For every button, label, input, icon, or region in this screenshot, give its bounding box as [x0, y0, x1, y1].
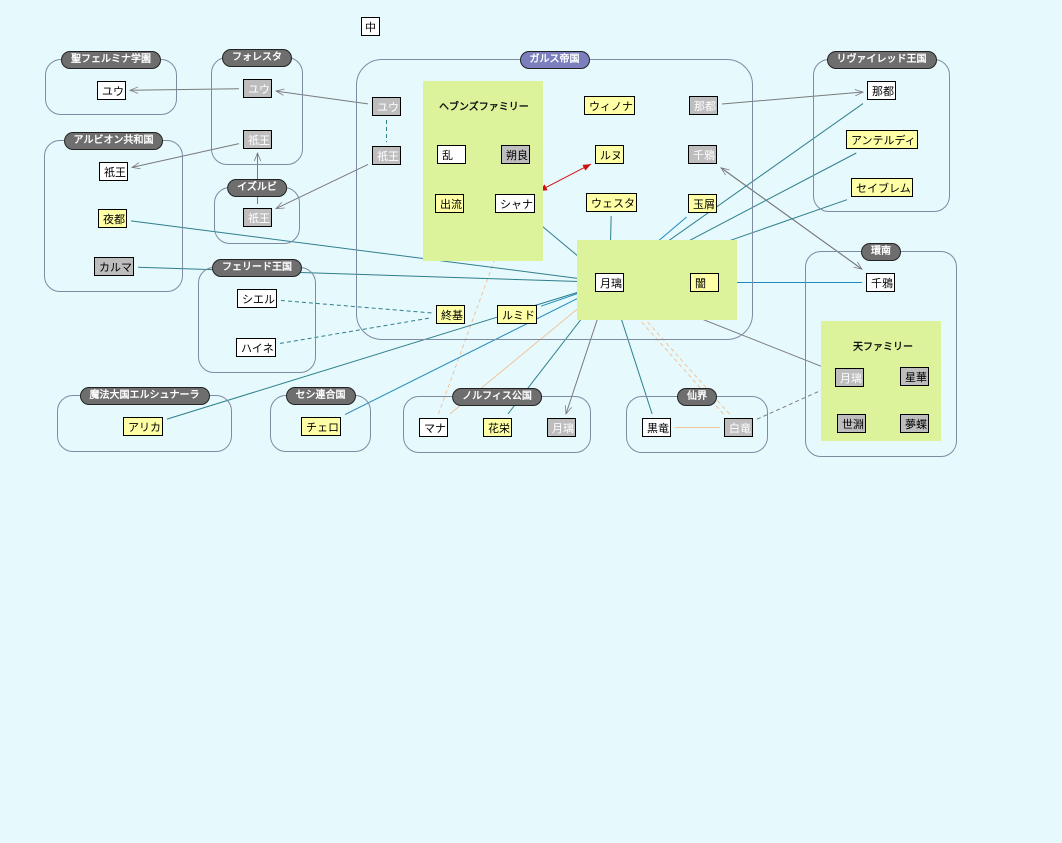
node-seien[interactable]: 世淵	[837, 414, 866, 433]
group-label-norfis: ノルフィス公国	[452, 388, 542, 406]
node-karuma[interactable]: カルマ	[94, 257, 134, 276]
node-sakura[interactable]: 朔良	[501, 145, 530, 164]
group-gals: ガルス帝国	[356, 51, 753, 340]
zoom-level-indicator[interactable]: 中	[361, 17, 380, 36]
node-shuki[interactable]: 終基	[436, 305, 465, 324]
group-ferido: フェリード王国	[198, 259, 316, 373]
node-yami[interactable]: 闇	[690, 273, 719, 292]
node-yato[interactable]: 夜都	[98, 209, 127, 228]
node-izuru[interactable]: 出流	[435, 194, 464, 213]
node-nato-gals[interactable]: 那都	[689, 96, 718, 115]
node-westa[interactable]: ウェスタ	[586, 193, 637, 212]
node-gion-izurubi[interactable]: 祇王	[243, 208, 272, 227]
group-label-rivired: リヴァイレッド王国	[826, 51, 937, 69]
group-label-kannan: 環南	[861, 243, 901, 261]
node-yuu-gals[interactable]: ユウ	[372, 97, 401, 116]
node-nato-rivired[interactable]: 那都	[867, 81, 896, 100]
node-gekkou-ten[interactable]: 月璃	[835, 368, 864, 387]
family-heavens-area: ヘブンズファミリー	[423, 81, 543, 261]
group-norfis: ノルフィス公国	[403, 388, 591, 453]
group-label-izurubi: イズルビ	[227, 179, 287, 197]
group-label-ferido: フェリード王国	[212, 259, 302, 277]
node-chiya-kannan[interactable]: 千鴉	[866, 273, 895, 292]
node-yuu-foresta[interactable]: ユウ	[243, 79, 272, 98]
node-runu[interactable]: ルヌ	[595, 145, 624, 164]
group-label-seshi: セシ連合国	[285, 387, 356, 405]
node-mucho[interactable]: 夢蝶	[900, 414, 929, 433]
group-elshunara: 魔法大国エルシュナーラ	[57, 387, 232, 452]
group-kannan: 環南	[805, 243, 957, 457]
node-anteldi[interactable]: アンテルディ	[846, 130, 918, 149]
node-kaei[interactable]: 花栄	[483, 418, 512, 437]
node-haine[interactable]: ハイネ	[236, 338, 276, 357]
node-gion-albion[interactable]: 祇王	[99, 162, 128, 181]
node-gion-foresta[interactable]: 祇王	[243, 130, 272, 149]
node-arika[interactable]: アリカ	[123, 417, 163, 436]
node-hakuryu[interactable]: 白竜	[724, 418, 753, 437]
node-gekkou-norfis[interactable]: 月璃	[547, 418, 576, 437]
group-seifelmina: 聖フェルミナ学園	[45, 51, 177, 115]
family-title-ten: 天ファミリー	[853, 342, 913, 353]
node-chero[interactable]: チェロ	[301, 417, 341, 436]
node-seika[interactable]: 星華	[900, 367, 929, 386]
group-rivired: リヴァイレッド王国	[813, 51, 950, 212]
node-gyokusetsu[interactable]: 玉屑	[688, 194, 717, 213]
node-gekkou[interactable]: 月璃	[595, 273, 624, 292]
group-label-gals: ガルス帝国	[519, 51, 590, 69]
group-seshi: セシ連合国	[270, 387, 371, 452]
node-chiya-gals[interactable]: 千鴉	[688, 145, 717, 164]
node-gion-gals[interactable]: 祇王	[372, 146, 401, 165]
group-senkai: 仙界	[626, 388, 768, 453]
group-label-albion: アルビオン共和国	[63, 132, 164, 150]
group-foresta: フォレスタ	[211, 49, 303, 165]
node-rumido[interactable]: ルミド	[497, 305, 537, 324]
group-label-seifelmina: 聖フェルミナ学園	[61, 51, 161, 69]
node-shieru[interactable]: シエル	[237, 289, 277, 308]
group-albion: アルビオン共和国	[44, 132, 183, 292]
node-shana[interactable]: シャナ	[495, 194, 535, 213]
family-title-heavens: ヘブンズファミリー	[439, 102, 529, 113]
node-yuu-seifelmina[interactable]: ユウ	[97, 81, 126, 100]
node-ran[interactable]: 乱	[437, 145, 466, 164]
node-winona[interactable]: ウィノナ	[584, 96, 635, 115]
group-label-foresta: フォレスタ	[222, 49, 292, 67]
group-label-elshunara: 魔法大国エルシュナーラ	[79, 387, 210, 405]
group-izurubi: イズルビ	[214, 179, 300, 244]
node-kokuryu[interactable]: 黒竜	[642, 418, 671, 437]
node-seiburemu[interactable]: セイブレム	[851, 178, 913, 197]
node-mana[interactable]: マナ	[419, 418, 448, 437]
group-label-senkai: 仙界	[677, 388, 717, 406]
